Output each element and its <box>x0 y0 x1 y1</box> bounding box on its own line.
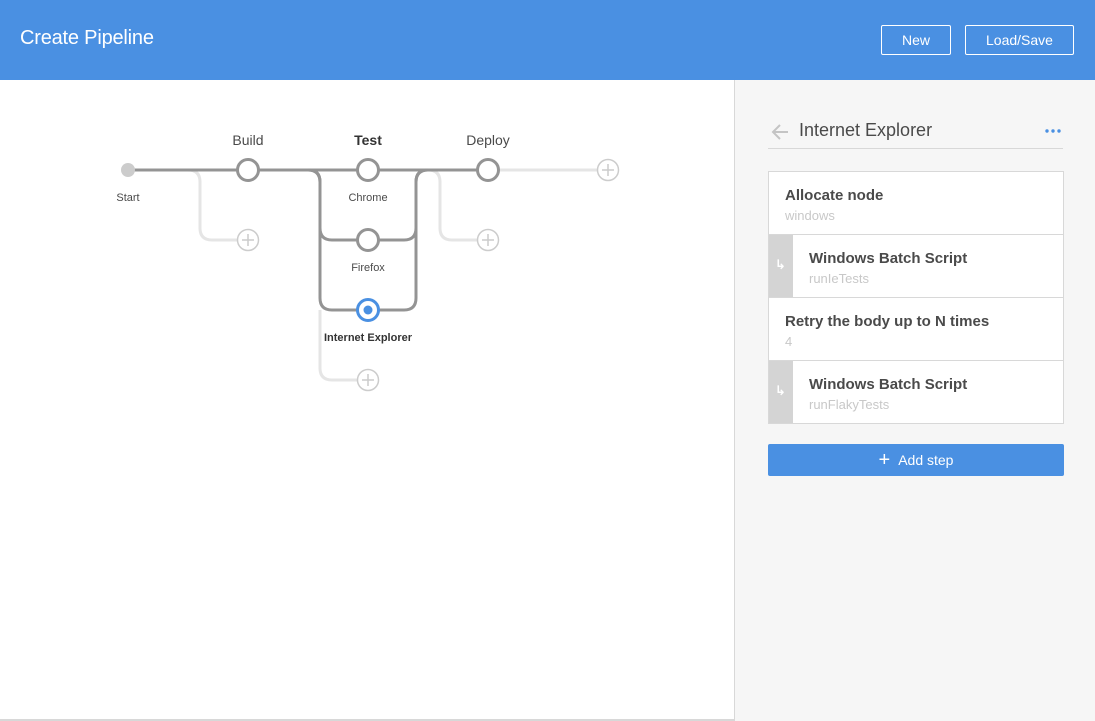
selected-node-dot <box>363 305 373 315</box>
stage-node-build[interactable] <box>236 158 260 182</box>
panel-header: Internet Explorer <box>768 112 1063 149</box>
step-windows-batch-script-1[interactable]: ↳ Windows Batch Script runIeTests <box>769 235 1063 298</box>
start-node <box>121 163 135 177</box>
stage-label-deploy[interactable]: Deploy <box>466 132 510 148</box>
branch-label-firefox: Firefox <box>351 262 385 274</box>
branch-label-chrome: Chrome <box>348 192 387 204</box>
add-branch-build-placeholder[interactable] <box>236 228 260 252</box>
nested-gutter: ↳ <box>769 235 793 297</box>
app-header: Create Pipeline New Load/Save <box>0 0 1095 80</box>
pipeline-canvas: Build Test Deploy Start Chrome Firefox I… <box>0 80 734 721</box>
add-step-button[interactable]: + Add step <box>768 444 1064 476</box>
stage-label-test[interactable]: Test <box>354 132 382 148</box>
step-subtitle: runIeTests <box>809 271 869 286</box>
nested-arrow-icon: ↳ <box>775 257 786 272</box>
nested-arrow-icon: ↳ <box>775 383 786 398</box>
start-label: Start <box>116 192 139 204</box>
step-title: Allocate node <box>785 187 884 204</box>
parallel-node-chrome[interactable] <box>356 158 380 182</box>
stage-connectors <box>128 168 488 312</box>
step-editor-panel: Internet Explorer Allocate node windows … <box>734 80 1095 721</box>
add-branch-test-placeholder[interactable] <box>356 368 380 392</box>
step-subtitle: windows <box>785 208 835 223</box>
pipeline-graph: Build Test Deploy Start Chrome Firefox I… <box>116 132 620 392</box>
step-title: Windows Batch Script <box>809 376 968 393</box>
stage-label-build[interactable]: Build <box>232 132 263 148</box>
step-list: Allocate node windows ↳ Windows Batch Sc… <box>768 171 1064 424</box>
arrow-left-icon[interactable] <box>770 122 790 142</box>
step-subtitle: 4 <box>785 334 793 349</box>
step-retry[interactable]: Retry the body up to N times 4 <box>769 298 1063 361</box>
step-subtitle: runFlakyTests <box>809 397 890 412</box>
step-windows-batch-script-2[interactable]: ↳ Windows Batch Script runFlakyTests <box>769 361 1063 424</box>
panel-title: Internet Explorer <box>799 120 933 140</box>
step-title: Retry the body up to N times <box>785 313 990 330</box>
load-save-button[interactable]: Load/Save <box>965 25 1074 55</box>
plus-icon <box>362 374 374 386</box>
plus-icon: + <box>878 449 891 471</box>
nested-gutter: ↳ <box>769 361 793 423</box>
new-button[interactable]: New <box>881 25 951 55</box>
stage-node-deploy[interactable] <box>476 158 500 182</box>
step-allocate-node[interactable]: Allocate node windows <box>769 172 1063 235</box>
step-title: Windows Batch Script <box>809 250 968 267</box>
parallel-node-firefox[interactable] <box>356 228 380 252</box>
add-stage-placeholder[interactable] <box>596 158 620 182</box>
plus-icon <box>602 164 614 176</box>
canvas-divider <box>0 719 734 721</box>
page-title: Create Pipeline <box>20 27 154 49</box>
placeholder-connectors <box>187 168 598 382</box>
plus-icon <box>242 234 254 246</box>
plus-icon <box>482 234 494 246</box>
add-branch-deploy-placeholder[interactable] <box>476 228 500 252</box>
add-step-label: Add step <box>898 452 954 468</box>
branch-label-internet-explorer: Internet Explorer <box>324 332 413 344</box>
more-horizontal-icon[interactable] <box>1043 121 1063 141</box>
